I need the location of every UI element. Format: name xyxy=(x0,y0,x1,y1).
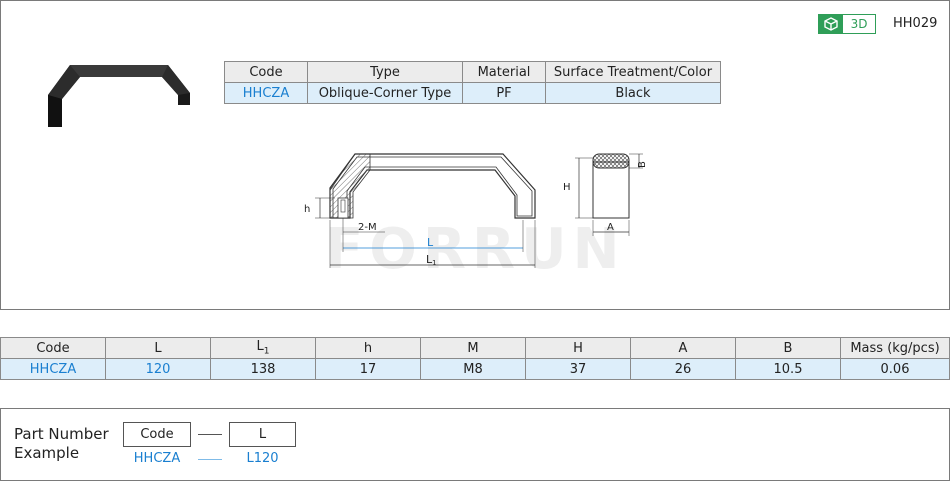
spec-table-header-row: Code L L1 h M H A B Mass (kg/pcs) xyxy=(0,337,950,359)
watermark-text: FORRUN xyxy=(325,217,625,280)
cell-b: 10.5 xyxy=(735,358,841,380)
col-material: Material xyxy=(462,61,546,83)
type-table-header-row: Code Type Material Surface Treatment/Col… xyxy=(224,61,721,83)
3d-label: 3D xyxy=(850,17,868,31)
dim-l-label: L xyxy=(427,236,434,249)
part-number-title-line2: Example xyxy=(14,444,80,462)
col-H: H xyxy=(525,337,631,359)
cell-m: M8 xyxy=(420,358,526,380)
cell-mass: 0.06 xyxy=(840,358,950,380)
pn-l-value: L120 xyxy=(246,451,279,466)
col-b: B xyxy=(735,337,841,359)
cell-a: 26 xyxy=(630,358,736,380)
col-h: h xyxy=(315,337,421,359)
cell-code[interactable]: HHCZA xyxy=(224,82,308,104)
dim-h-label: h xyxy=(304,204,310,215)
cube-icon xyxy=(819,15,843,33)
cell-material: PF xyxy=(462,82,546,104)
dim-l1-label: L xyxy=(426,253,433,266)
pn-value-separator xyxy=(198,459,222,460)
cell-H: 37 xyxy=(525,358,631,380)
pn-l-box: L xyxy=(229,422,296,447)
handle-product-image xyxy=(48,65,190,127)
cell-type: Oblique-Corner Type xyxy=(307,82,463,104)
part-number-title: Part Number Example xyxy=(14,425,109,463)
col-m: M xyxy=(420,337,526,359)
part-number-title-line1: Part Number xyxy=(14,425,109,443)
col-code: Code xyxy=(224,61,308,83)
svg-text:L1: L1 xyxy=(426,253,437,267)
col-l: L xyxy=(105,337,211,359)
cell-code[interactable]: HHCZA xyxy=(0,358,106,380)
cell-l1: 138 xyxy=(210,358,316,380)
col-l1-sub: 1 xyxy=(263,346,270,357)
col-surface: Surface Treatment/Color xyxy=(545,61,721,83)
pn-code-box: Code xyxy=(123,422,191,447)
col-l1: L1 xyxy=(210,337,316,359)
col-code: Code xyxy=(0,337,106,359)
type-table: Code Type Material Surface Treatment/Col… xyxy=(224,61,721,104)
pn-code-value: HHCZA xyxy=(133,451,181,466)
pn-separator xyxy=(198,434,222,435)
cell-surface: Black xyxy=(545,82,721,104)
type-table-row: HHCZA Oblique-Corner Type PF Black xyxy=(224,82,721,104)
spec-table-row: HHCZA 120 138 17 M8 37 26 10.5 0.06 xyxy=(0,358,950,380)
dim-l1-sub: 1 xyxy=(432,259,436,267)
col-l1-text: L xyxy=(256,339,264,355)
product-sku: HH029 xyxy=(893,16,938,31)
cell-h: 17 xyxy=(315,358,421,380)
3d-model-button[interactable]: 3D xyxy=(818,14,876,34)
dim-B-label: B xyxy=(637,161,648,168)
col-mass: Mass (kg/pcs) xyxy=(840,337,950,359)
col-a: A xyxy=(630,337,736,359)
dim-A-label: A xyxy=(607,222,614,233)
technical-drawing: FORRUN h 2-M L L1 H B A xyxy=(304,153,648,280)
col-type: Type xyxy=(307,61,463,83)
dim-2m-label: 2-M xyxy=(358,222,377,233)
spec-table: Code L L1 h M H A B Mass (kg/pcs) HHCZA … xyxy=(0,337,950,380)
cell-l[interactable]: 120 xyxy=(105,358,211,380)
dim-H-label: H xyxy=(563,182,571,193)
